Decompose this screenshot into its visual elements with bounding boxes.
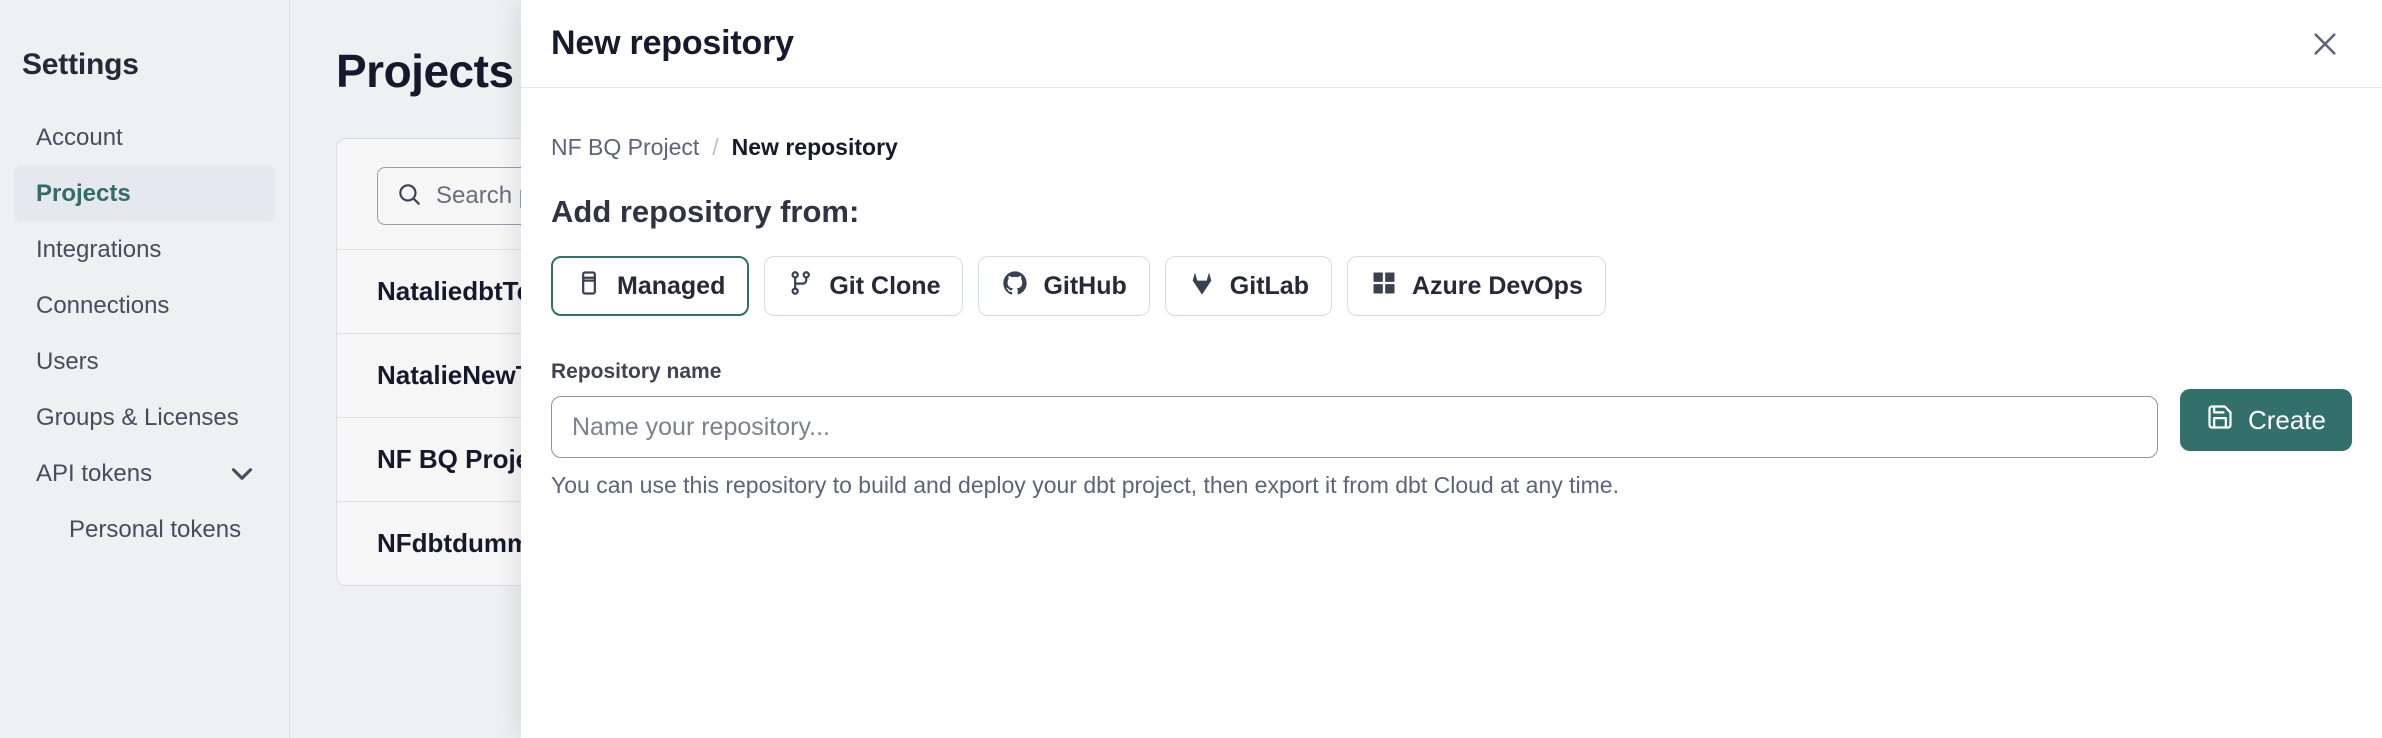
add-repository-heading: Add repository from: (551, 194, 860, 229)
tab-label: GitLab (1229, 271, 1309, 300)
repository-source-tabs: Managed Git Clone GitHub GitLab Azure DevOps (551, 256, 2352, 316)
modal-title: New repository (551, 24, 794, 62)
github-icon (1001, 269, 1029, 304)
search-icon (396, 181, 422, 212)
sidebar-item-connections[interactable]: Connections (36, 292, 170, 319)
new-repository-modal: New repository NF BQ Project / New repos… (521, 0, 2382, 738)
create-button-label: Create (2247, 404, 2326, 435)
tab-git-clone[interactable]: Git Clone (764, 256, 964, 316)
tab-label: Managed (617, 271, 726, 300)
create-button[interactable]: Create (2179, 389, 2352, 451)
sidebar-item-label: API tokens (36, 460, 153, 487)
repository-name-label: Repository name (551, 360, 722, 383)
sidebar-item-personal-tokens[interactable]: Personal tokens (69, 516, 242, 543)
breadcrumb-parent-link[interactable]: NF BQ Project (551, 134, 700, 160)
tab-label: Azure DevOps (1411, 271, 1583, 300)
tab-github[interactable]: GitHub (978, 256, 1150, 316)
sidebar-title: Settings (22, 48, 139, 81)
tab-azure-devops[interactable]: Azure DevOps (1346, 256, 1606, 316)
tab-managed[interactable]: Managed (551, 256, 750, 316)
gitlab-icon (1188, 269, 1216, 304)
chevron-down-icon[interactable] (225, 457, 259, 491)
database-icon (575, 269, 603, 304)
git-branch-icon (787, 269, 815, 304)
tab-label: GitHub (1043, 271, 1127, 300)
sidebar-item-groups-licenses[interactable]: Groups & Licenses (36, 404, 239, 431)
modal-header: New repository (521, 0, 2382, 88)
breadcrumb-separator: / (712, 134, 719, 160)
repository-name-row: Repository name You can use this reposit… (551, 360, 2352, 499)
sidebar-item-projects[interactable]: Projects (14, 166, 275, 222)
sidebar-item-api-tokens[interactable]: API tokens (14, 446, 275, 502)
repository-helper-text: You can use this repository to build and… (551, 472, 1619, 498)
repository-name-field-group: Repository name You can use this reposit… (551, 360, 2158, 499)
modal-body: NF BQ Project / New repository Add repos… (521, 88, 2382, 499)
sidebar-item-integrations[interactable]: Integrations (36, 236, 162, 263)
breadcrumb: NF BQ Project / New repository (551, 134, 2352, 161)
azure-devops-icon (1370, 269, 1398, 304)
breadcrumb-current: New repository (731, 134, 898, 160)
save-icon (2206, 403, 2234, 438)
tab-label: Git Clone (829, 271, 941, 300)
repository-name-input[interactable] (551, 396, 2158, 458)
close-icon[interactable] (2302, 21, 2348, 67)
sidebar-item-users[interactable]: Users (36, 348, 99, 375)
tab-gitlab[interactable]: GitLab (1164, 256, 1332, 316)
page-title: Projects (336, 45, 514, 97)
sidebar-item-account[interactable]: Account (36, 124, 123, 151)
